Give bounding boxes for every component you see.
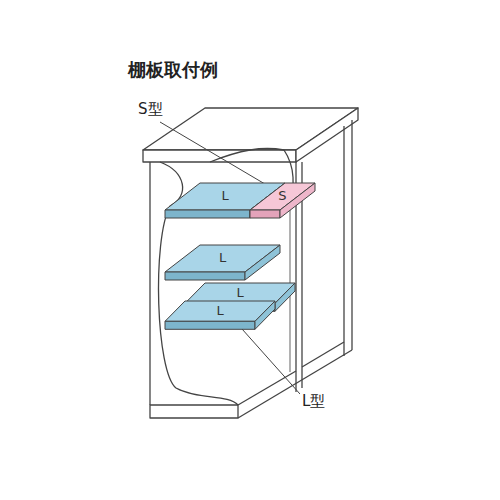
board-face: L	[183, 245, 263, 272]
diagram-title: 棚板取付例	[128, 58, 218, 82]
front-left-edge	[149, 162, 150, 405]
base-rail	[238, 371, 296, 405]
shelf-type-letter: L	[216, 304, 223, 318]
board-face: L	[195, 283, 285, 303]
shelf-board: L	[165, 245, 280, 280]
shelf-board: L	[165, 301, 275, 329]
part-label: L型	[300, 392, 327, 411]
shelf-type-letter: L	[219, 251, 226, 265]
shelf-type-letter: S	[278, 189, 286, 203]
base-plinth	[150, 405, 238, 418]
shelf-board: S	[250, 183, 315, 218]
board-face: L	[175, 301, 265, 321]
shelf-type-letter: L	[236, 286, 243, 300]
board-side	[255, 301, 275, 329]
side-edge	[351, 120, 352, 350]
cutaway-edge	[210, 149, 284, 163]
base-rail	[302, 342, 344, 367]
board-side	[245, 245, 280, 280]
board-face: S	[268, 183, 298, 210]
board-side	[275, 283, 295, 311]
lid-top	[143, 108, 358, 150]
leader-line	[234, 320, 300, 394]
part-label: S型	[136, 100, 165, 119]
base-rail	[238, 350, 352, 418]
shelf-type-letter: L	[221, 189, 228, 203]
lid-front	[143, 150, 296, 162]
board-front	[165, 272, 245, 280]
lid-side	[296, 108, 358, 162]
board-front	[165, 210, 250, 218]
side-frame	[343, 126, 344, 356]
leader-line	[160, 122, 270, 187]
board-front	[165, 321, 255, 329]
board-front	[250, 210, 280, 218]
